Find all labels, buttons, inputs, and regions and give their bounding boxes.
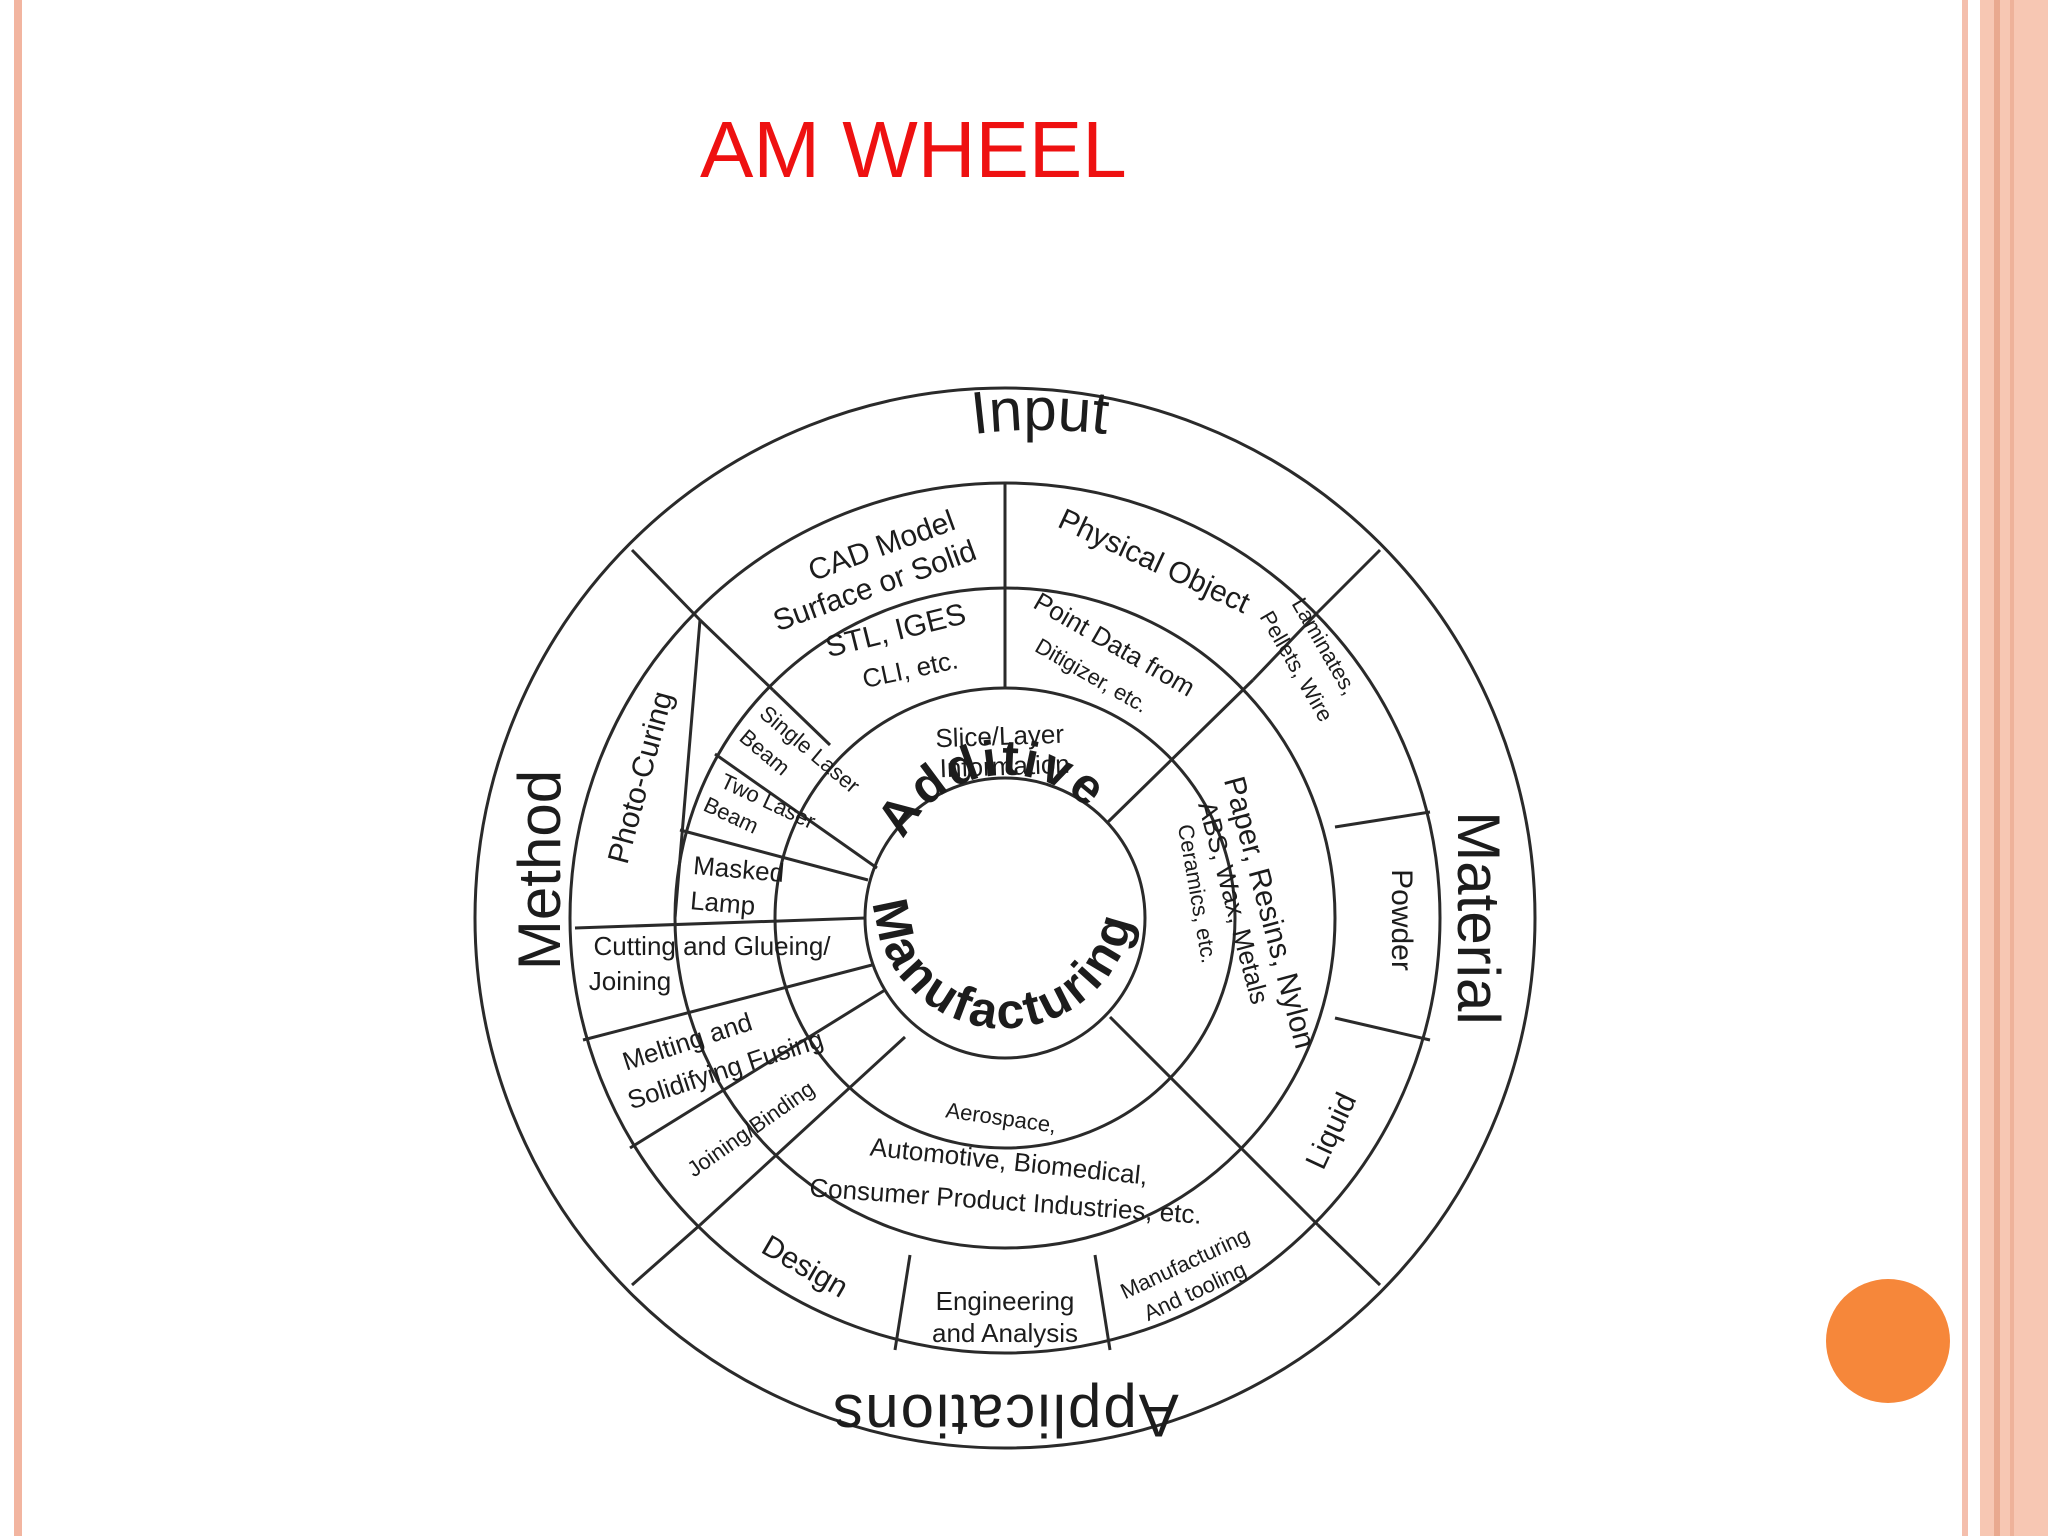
divider-laminates-powder bbox=[1334, 810, 1431, 829]
material-items: Laminates, Pellets, Wire Powder Liquid P… bbox=[1173, 593, 1418, 1174]
divider-single-two bbox=[714, 752, 878, 870]
powder-label: Powder bbox=[1385, 869, 1418, 971]
divider-point-slice bbox=[1106, 678, 1255, 824]
divider-material-inner-bottom bbox=[1108, 1015, 1320, 1227]
divider-two-masked bbox=[679, 828, 869, 882]
liquid-label: Liquid bbox=[1300, 1088, 1364, 1175]
slide-title: AM WHEEL bbox=[700, 105, 1127, 194]
divider-masked-cutting bbox=[574, 916, 867, 930]
outer-ring bbox=[473, 386, 1537, 1450]
divider-physical-material bbox=[1251, 610, 1320, 682]
divider-stl-slice bbox=[771, 688, 832, 747]
slide-border-right-line bbox=[1994, 0, 2000, 1536]
wheel-dividers bbox=[574, 483, 1431, 1351]
divider-method-applications bbox=[631, 1223, 701, 1287]
divider-powder-liquid bbox=[1334, 1016, 1431, 1042]
slide-border-right bbox=[1962, 0, 1968, 1536]
divider-material-applications bbox=[1316, 1223, 1382, 1287]
cutting-glueing-label: Cutting and Glueing/ bbox=[593, 931, 831, 961]
joining-label: Joining bbox=[589, 966, 671, 996]
aerospace-label: Aerospace, bbox=[944, 1097, 1058, 1137]
slide-border-right-line-2 bbox=[2010, 0, 2014, 1536]
divider-melting-joining bbox=[629, 988, 886, 1150]
divider-design-engineering bbox=[893, 1254, 912, 1351]
physical-object-label: Physical Object bbox=[1053, 503, 1255, 621]
quadrant-label-material: Material bbox=[1445, 811, 1512, 1024]
lamp-label: Lamp bbox=[689, 885, 756, 921]
divider-input-material bbox=[1316, 548, 1382, 614]
divider-joining-industries bbox=[698, 1035, 907, 1227]
center-label-additive: Additive bbox=[866, 729, 1119, 845]
analysis-label: and Analysis bbox=[932, 1318, 1078, 1348]
slide-border-right-band bbox=[1980, 0, 2048, 1536]
photo-curing-label: Photo-Curing bbox=[602, 688, 680, 867]
divider-engineering-manufacturing bbox=[1093, 1254, 1112, 1351]
design-label: Design bbox=[756, 1229, 853, 1304]
divider-cad-method bbox=[698, 618, 775, 692]
quadrant-label-method: Method bbox=[506, 770, 573, 970]
slide-border-left bbox=[14, 0, 22, 1536]
quadrant-label-input: Input bbox=[968, 376, 1113, 447]
divider-cutting-melting bbox=[582, 963, 873, 1042]
slice-layer-label: Slice/Layer bbox=[935, 719, 1065, 753]
quadrant-label-applications: Applications bbox=[831, 1382, 1179, 1449]
divider-method-inner-top bbox=[673, 619, 702, 919]
accent-dot bbox=[1826, 1279, 1950, 1403]
slice-information-label: Information bbox=[939, 749, 1070, 784]
engineering-label: Engineering bbox=[936, 1286, 1075, 1316]
divider-input-method bbox=[630, 548, 702, 622]
application-items: Aerospace, Automotive, Biomedical, Consu… bbox=[756, 1097, 1253, 1348]
